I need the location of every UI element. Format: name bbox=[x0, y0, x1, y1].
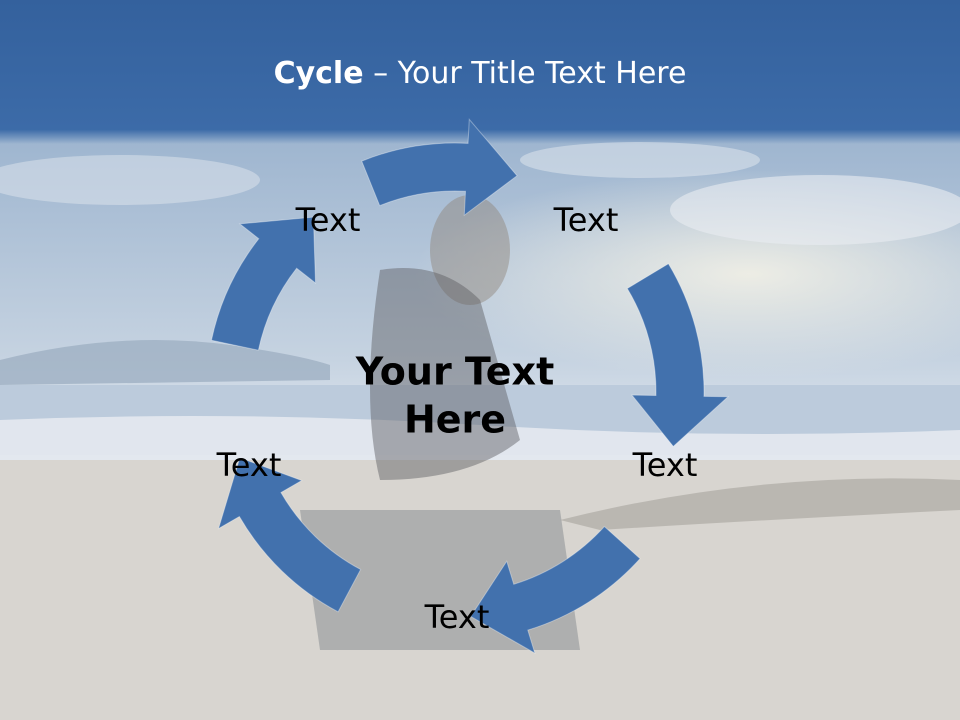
cycle-arrow-2 bbox=[626, 263, 730, 448]
cycle-node-1: Text bbox=[295, 201, 361, 239]
title-bold: Cycle bbox=[273, 56, 364, 91]
slide-title: Cycle – Your Title Text Here bbox=[0, 56, 960, 91]
center-text-line2: Here bbox=[403, 397, 507, 441]
cycle-arrow-3 bbox=[469, 525, 641, 655]
cycle-node-5: Text bbox=[216, 446, 282, 484]
center-text: Your Text Here bbox=[325, 349, 585, 444]
cycle-node-3: Text bbox=[632, 446, 698, 484]
cycle-arrow-1 bbox=[361, 118, 518, 217]
cycle-node-4: Text bbox=[424, 598, 490, 636]
cycle-node-2: Text bbox=[553, 201, 619, 239]
center-text-line1: Your Text bbox=[355, 349, 555, 394]
title-rest: – Your Title Text Here bbox=[363, 56, 687, 91]
cycle-arrows bbox=[210, 118, 730, 655]
cycle-arrow-5 bbox=[210, 216, 317, 351]
cycle-arrow-4 bbox=[217, 457, 362, 613]
